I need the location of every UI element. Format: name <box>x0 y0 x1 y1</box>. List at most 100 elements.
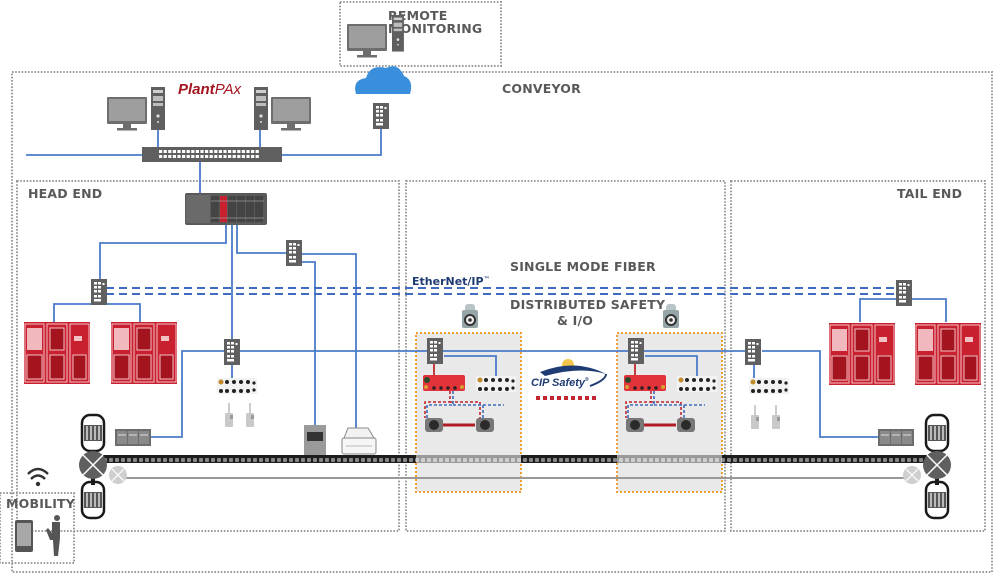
network-link <box>302 261 316 425</box>
switch-port <box>223 155 227 158</box>
network-link <box>645 355 698 376</box>
switch-port <box>159 150 163 153</box>
stack-light-icon <box>461 303 479 329</box>
safety-wire <box>627 391 655 418</box>
switch-port <box>228 155 232 158</box>
network-link <box>99 225 227 280</box>
switch-port <box>163 155 167 158</box>
network-link <box>859 298 896 322</box>
motor-icon <box>80 413 106 453</box>
tail-pulley-icon <box>923 451 951 479</box>
network-link <box>444 355 497 376</box>
network-link <box>282 128 382 156</box>
switch-port <box>218 155 222 158</box>
safety-io-block-icon <box>423 375 465 391</box>
vfd-bank-icon <box>877 428 915 447</box>
operator-person-icon <box>46 515 60 556</box>
switch-port <box>205 150 209 153</box>
wifi-icon <box>27 467 49 487</box>
tail-end-zone <box>730 180 986 532</box>
switch-port <box>191 155 195 158</box>
switch-port <box>168 155 172 158</box>
switch-port <box>246 150 250 153</box>
conveyor-zone <box>11 71 993 573</box>
switch-port <box>172 150 176 153</box>
tail-end-io-switch-icon <box>745 339 761 365</box>
remote-pc-tower-icon <box>392 15 404 52</box>
remote-monitoring-label-2: MONITORING <box>388 21 482 36</box>
switch-port <box>241 150 245 153</box>
cloud-switch-icon <box>373 103 389 129</box>
drive-cabinet-icon <box>914 322 982 386</box>
emergency-stop-icon <box>476 418 494 432</box>
svg-text:CIP Safety®: CIP Safety® <box>531 376 589 389</box>
tablet-icon <box>15 520 33 552</box>
distributed-safety-zone <box>405 180 726 532</box>
switch-port <box>159 155 163 158</box>
core-switch-icon <box>142 147 282 162</box>
vfd-bank-icon <box>114 428 152 447</box>
switch-port <box>214 155 218 158</box>
switch-port <box>186 150 190 153</box>
stack-light-icon <box>662 303 680 329</box>
mobility-label: MOBILITY <box>6 496 76 511</box>
distributed-safety-label-1: DISTRIBUTED SAFETY <box>510 297 666 312</box>
tail-end-fiber-switch-icon <box>896 280 912 306</box>
io-block-icon <box>749 378 789 394</box>
switch-port <box>241 155 245 158</box>
switch-port <box>186 155 190 158</box>
io-block-icon <box>476 376 516 392</box>
drive-cabinet-icon <box>110 321 178 385</box>
mobility-zone <box>0 492 75 564</box>
switch-port <box>195 155 199 158</box>
head-end-io-switch-icon <box>224 339 240 365</box>
remote-monitoring-zone <box>339 1 502 67</box>
network-link <box>53 303 92 322</box>
safety-switch-right-icon <box>628 338 644 364</box>
idler-pulley-icon <box>109 466 127 484</box>
switch-port <box>209 155 213 158</box>
switch-port <box>237 155 241 158</box>
switch-port <box>237 150 241 153</box>
head-end-zone <box>16 180 400 532</box>
switch-port <box>172 155 176 158</box>
hmi-panel-icon <box>304 425 326 455</box>
switch-port <box>228 150 232 153</box>
sensor-icon <box>771 404 781 430</box>
drive-cabinet-icon <box>828 322 896 386</box>
safety-wire <box>424 391 451 418</box>
workstation-monitor-icon <box>271 97 311 131</box>
switch-port <box>232 155 236 158</box>
sensor-icon <box>245 402 255 428</box>
motor-icon <box>924 480 950 520</box>
switch-port <box>246 155 250 158</box>
label-printer-icon <box>341 427 377 455</box>
safety-wire <box>654 404 705 418</box>
tail-end-label: TAIL END <box>897 186 962 201</box>
switch-port <box>209 150 213 153</box>
switch-port <box>182 150 186 153</box>
workstation-monitor-icon <box>107 97 147 131</box>
emergency-stop-icon <box>626 418 644 432</box>
motor-icon <box>80 480 106 520</box>
network-link <box>106 303 141 322</box>
network-link <box>236 225 287 254</box>
safety-wire <box>450 401 481 418</box>
switch-port <box>251 150 255 153</box>
safety-wire <box>651 401 682 418</box>
network-link <box>762 350 878 438</box>
switch-port <box>255 150 259 153</box>
safety-io-block-icon <box>624 375 666 391</box>
drive-cabinet-icon <box>23 321 91 385</box>
io-block-icon <box>217 378 257 394</box>
switch-port <box>191 150 195 153</box>
safety-switch-left-icon <box>427 338 443 364</box>
head-end-fiber-switch-icon <box>91 279 107 305</box>
switch-port <box>163 150 167 153</box>
conveyor-belt <box>103 455 943 463</box>
emergency-stop-icon <box>425 418 443 432</box>
network-link <box>302 253 357 430</box>
remote-monitor-icon <box>347 24 387 58</box>
switch-port <box>223 150 227 153</box>
